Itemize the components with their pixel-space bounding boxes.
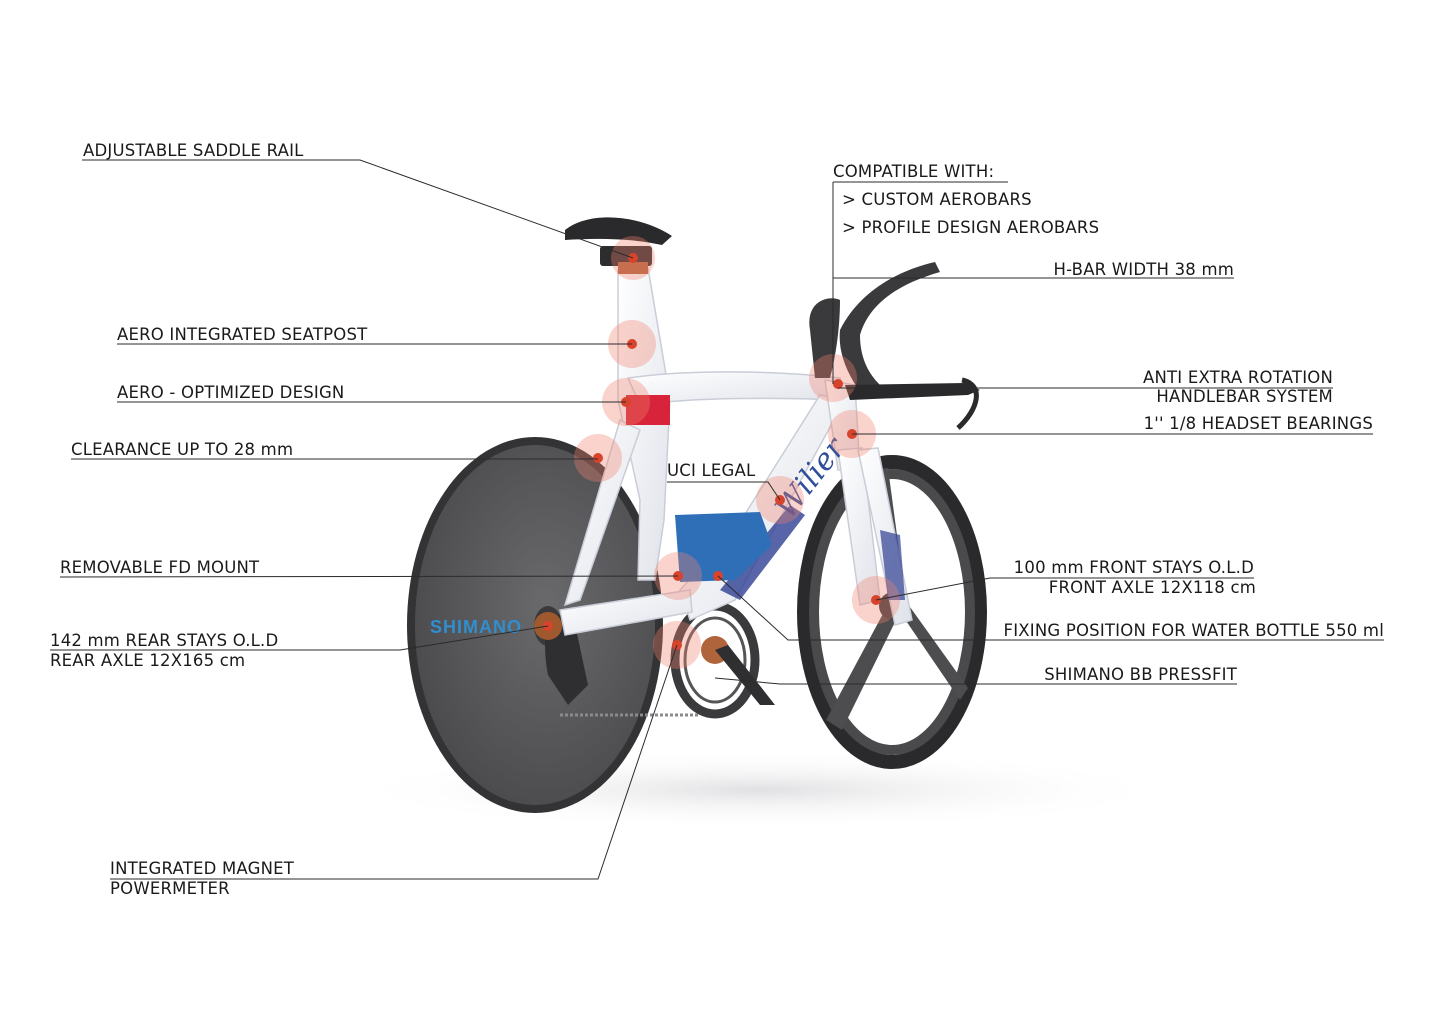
label-front-axle: FRONT AXLE 12X118 cm — [1048, 578, 1256, 597]
label-aero-design: AERO - OPTIMIZED DESIGN — [117, 383, 345, 402]
label-headset: 1'' 1/8 HEADSET BEARINGS — [1143, 414, 1373, 433]
label-front-stays: 100 mm FRONT STAYS O.L.D — [1013, 558, 1254, 577]
label-saddle-rail: ADJUSTABLE SADDLE RAIL — [83, 141, 304, 160]
label-anti-rotation: ANTI EXTRA ROTATION — [1143, 368, 1333, 387]
water-bottle — [675, 512, 772, 582]
hotspot-clearance — [574, 434, 622, 482]
label-magnet: INTEGRATED MAGNET — [110, 859, 295, 878]
fork-blue-stripe — [880, 530, 905, 600]
label-rear-stays: 142 mm REAR STAYS O.L.D — [50, 631, 279, 650]
shimano-logo: SHIMANO — [430, 617, 522, 637]
label-rear-axle: REAR AXLE 12X165 cm — [50, 651, 246, 670]
label-custom-aerobars: > CUSTOM AEROBARS — [842, 190, 1032, 209]
leader-lines — [50, 159, 1384, 880]
label-water-bottle: FIXING POSITION FOR WATER BOTTLE 550 ml — [1003, 621, 1384, 640]
label-compatible: COMPATIBLE WITH: — [833, 162, 995, 181]
label-hbar-width: H-BAR WIDTH 38 mm — [1053, 260, 1234, 279]
label-clearance: CLEARANCE UP TO 28 mm — [71, 440, 294, 459]
label-seatpost: AERO INTEGRATED SEATPOST — [117, 325, 368, 344]
red-decal — [626, 395, 670, 425]
label-handlebar-system: HANDLEBAR SYSTEM — [1156, 387, 1333, 406]
label-profile-aerobars: > PROFILE DESIGN AEROBARS — [842, 218, 1100, 237]
label-powermeter: POWERMETER — [110, 879, 230, 898]
label-fd-mount: REMOVABLE FD MOUNT — [60, 558, 260, 577]
handlebar — [809, 262, 980, 430]
label-bb-pressfit: SHIMANO BB PRESSFIT — [1044, 665, 1237, 684]
label-uci-legal: UCI LEGAL — [667, 461, 756, 480]
